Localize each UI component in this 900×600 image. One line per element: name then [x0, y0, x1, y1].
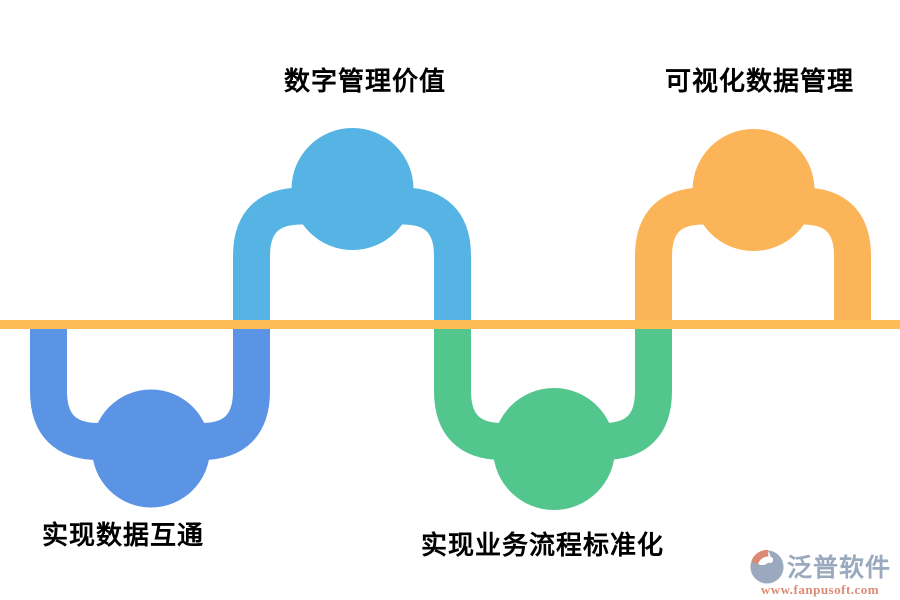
- step-circle-2: [291, 128, 414, 250]
- vendor-url: www.fanpusoft.com: [760, 582, 880, 597]
- step-label-3: 实现业务流程标准化: [421, 530, 665, 560]
- timeline-baseline: [0, 320, 900, 329]
- vendor-watermark: 泛普软件 www.fanpusoft.com: [749, 548, 891, 598]
- step-circle-4: [692, 129, 815, 251]
- step-label-4: 可视化数据管理: [665, 66, 855, 96]
- vendor-brand-name: 泛普软件: [786, 554, 891, 582]
- step-circle-3: [493, 388, 615, 510]
- fanpu-logo-icon: [750, 548, 784, 584]
- step-label-1: 实现数据互通: [42, 520, 205, 550]
- step-label-2: 数字管理价值: [284, 66, 447, 96]
- step-circle-1: [92, 389, 210, 508]
